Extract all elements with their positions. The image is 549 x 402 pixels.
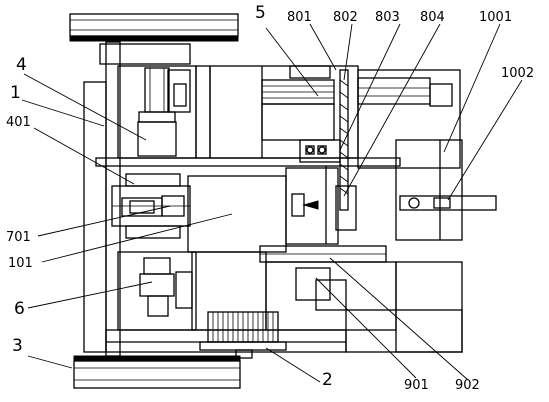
upper-column bbox=[117, 65, 211, 159]
label-5: 5 bbox=[255, 3, 266, 23]
label-1: 1 bbox=[10, 83, 21, 103]
label-701: 701 bbox=[6, 230, 31, 245]
leader-lines bbox=[21, 23, 523, 383]
motor bbox=[199, 311, 287, 359]
roller-assembly bbox=[111, 173, 191, 239]
label-101: 101 bbox=[8, 256, 33, 271]
lower-platform bbox=[191, 245, 463, 353]
horizontal-guide bbox=[95, 157, 401, 167]
label-3: 3 bbox=[12, 336, 23, 356]
label-6: 6 bbox=[14, 299, 25, 319]
top-rail bbox=[69, 13, 239, 42]
label-801: 801 bbox=[287, 10, 312, 25]
label-802: 802 bbox=[333, 10, 358, 25]
bottom-rail bbox=[73, 355, 241, 389]
top-slide bbox=[209, 65, 359, 231]
label-1001: 1001 bbox=[479, 10, 513, 25]
label-803: 803 bbox=[375, 10, 400, 25]
right-assembly bbox=[357, 69, 497, 241]
label-902: 902 bbox=[455, 378, 480, 393]
lower-column bbox=[117, 251, 197, 331]
label-1002: 1002 bbox=[501, 66, 535, 81]
label-901: 901 bbox=[404, 378, 429, 393]
label-804: 804 bbox=[420, 10, 445, 25]
label-401: 401 bbox=[6, 115, 31, 130]
main-frame bbox=[83, 41, 347, 357]
label-4: 4 bbox=[16, 55, 27, 75]
central-block bbox=[187, 166, 339, 253]
label-2: 2 bbox=[322, 370, 333, 390]
